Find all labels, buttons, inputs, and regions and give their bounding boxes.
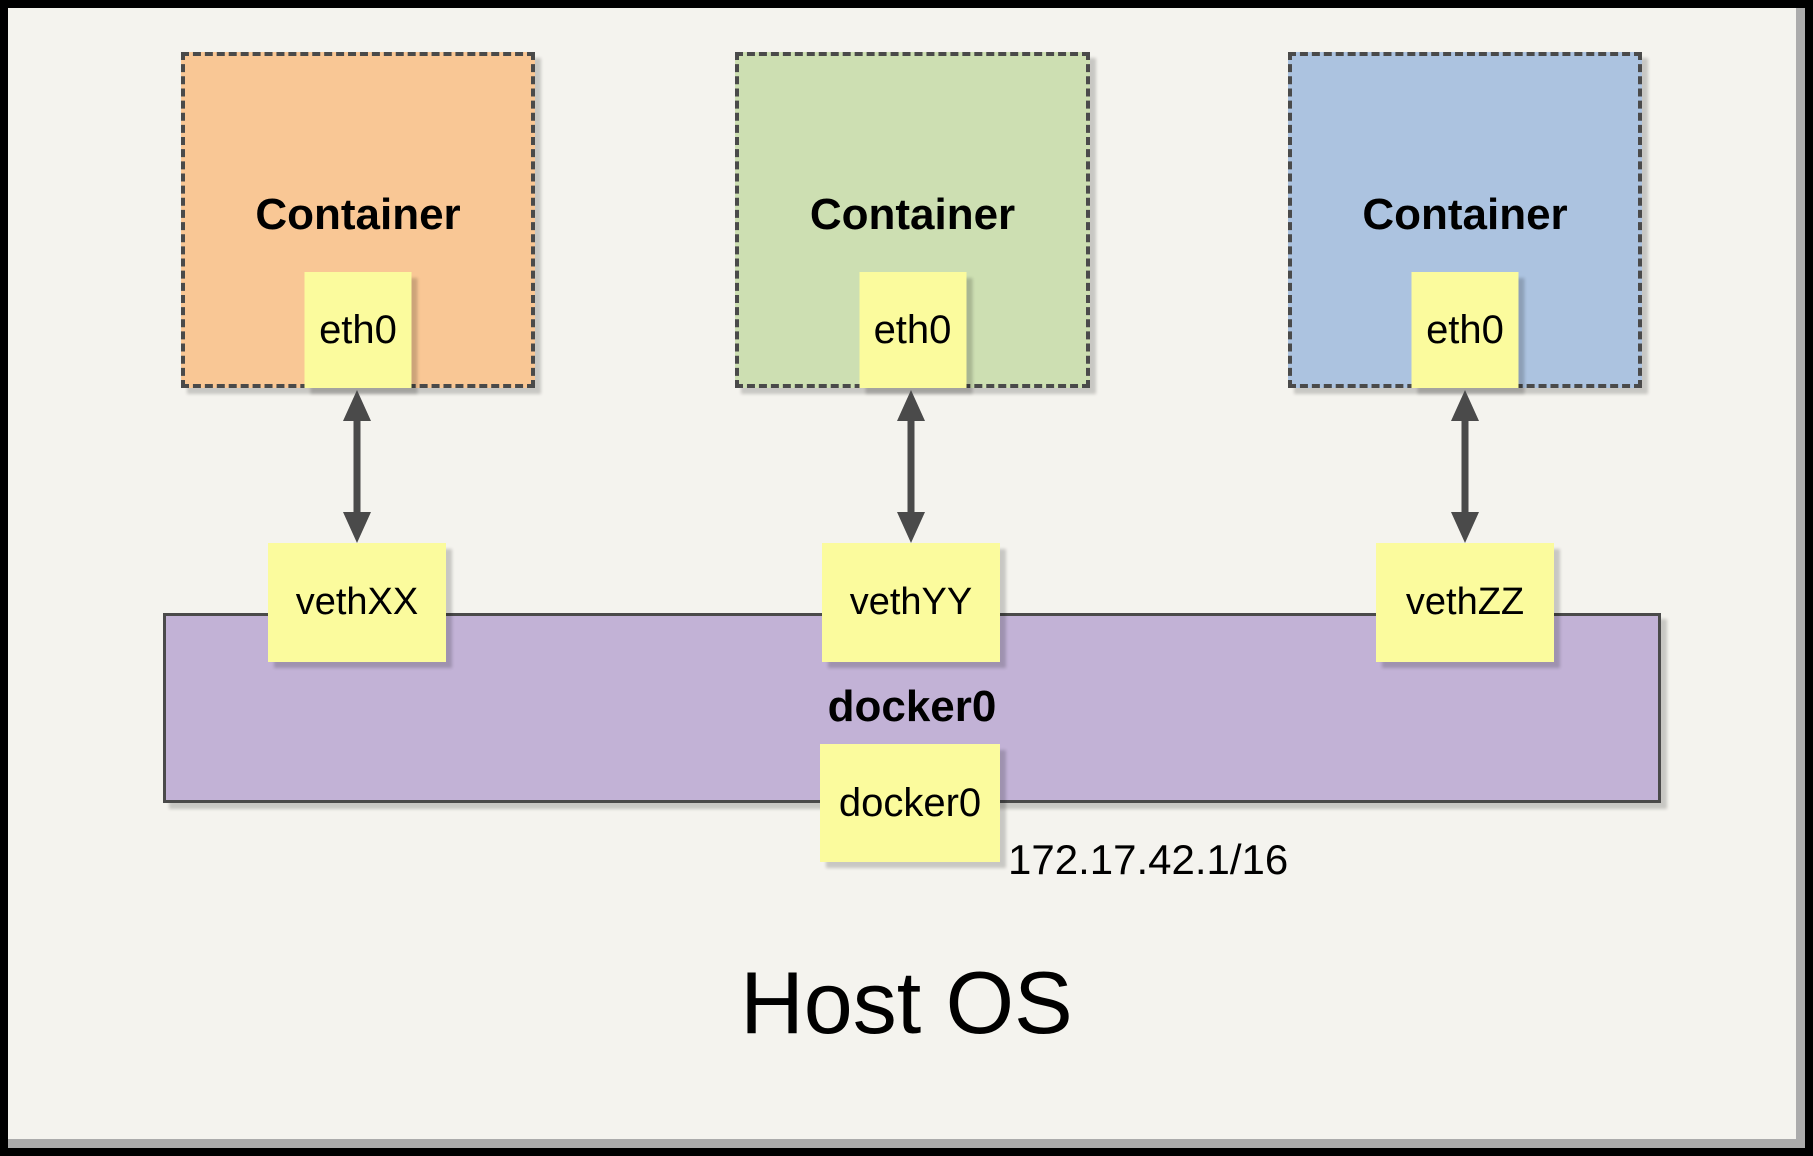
bidirectional-arrow-icon (1451, 390, 1479, 543)
vethxx-label: vethXX (295, 581, 419, 623)
vethyy-box: vethYY (822, 543, 1000, 662)
docker0-interface-label: docker0 (838, 780, 982, 825)
eth0-interface-label: eth0 (319, 307, 397, 352)
bridge-ip-label: 172.17.42.1/16 (1008, 836, 1289, 883)
eth0-interface-box: eth0 (1411, 272, 1519, 388)
container-box-1: Container eth0 (181, 52, 535, 388)
docker0-interface-box: docker0 (820, 744, 1000, 862)
eth0-interface-box: eth0 (859, 272, 966, 388)
container-title: Container (255, 190, 461, 239)
container-box-2: Container eth0 (735, 52, 1090, 388)
docker0-bridge-label: docker0 (827, 682, 997, 731)
vethyy-label: vethYY (849, 581, 973, 623)
eth0-interface-box: eth0 (304, 272, 412, 388)
container-title: Container (1362, 190, 1568, 239)
vethxx-box: vethXX (268, 543, 446, 662)
eth0-interface-label: eth0 (873, 307, 952, 352)
bidirectional-arrow-icon (897, 390, 925, 543)
eth0-interface-label: eth0 (1426, 307, 1504, 352)
bidirectional-arrow-icon (343, 390, 371, 543)
host-os-label: Host OS (740, 953, 1073, 1052)
vethzz-label: vethZZ (1405, 581, 1525, 623)
vethzz-box: vethZZ (1376, 543, 1554, 662)
container-box-3: Container eth0 (1288, 52, 1642, 388)
container-title: Container (809, 190, 1016, 239)
